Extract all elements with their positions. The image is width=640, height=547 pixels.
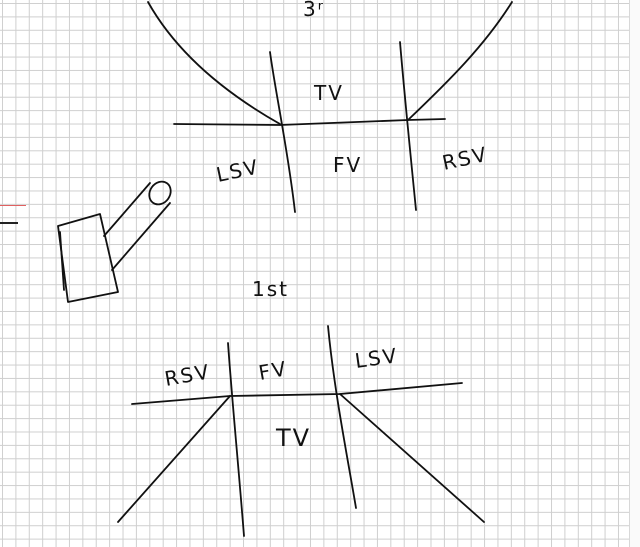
left-vertical-line: [269, 51, 296, 213]
scroll-edge[interactable]: [629, 0, 640, 547]
right-side-view-label: RSV: [163, 359, 213, 391]
front-view-label: FV: [333, 153, 362, 177]
cylinder-on-block-icon: [57, 180, 172, 303]
margin-tick: [0, 222, 18, 224]
horizontal-line: [131, 382, 463, 405]
top-view-label: TV: [275, 424, 311, 452]
margin-mark: [0, 205, 26, 206]
left-diagonal: [117, 395, 231, 523]
view-angle-note: 3ʳ: [303, 0, 325, 21]
right-side-view-label: RSV: [440, 142, 490, 175]
third-angle-sketch: 3ʳ TV LSV FV RSV: [147, 0, 513, 213]
left-curve: [147, 1, 281, 125]
left-vertical-line: [227, 342, 245, 537]
right-vertical-line: [399, 41, 417, 211]
first-angle-sketch: 1st RSV FV LSV TV: [117, 277, 485, 537]
right-vertical-line: [327, 325, 357, 509]
left-side-view-label: LSV: [214, 154, 262, 187]
left-side-view-label: LSV: [353, 343, 399, 373]
right-diagonal: [339, 393, 485, 523]
horizontal-line: [173, 118, 446, 126]
top-view-label: TV: [313, 81, 344, 105]
view-angle-note: 1st: [252, 277, 289, 301]
right-curve: [407, 1, 513, 121]
front-view-label: FV: [257, 356, 290, 385]
